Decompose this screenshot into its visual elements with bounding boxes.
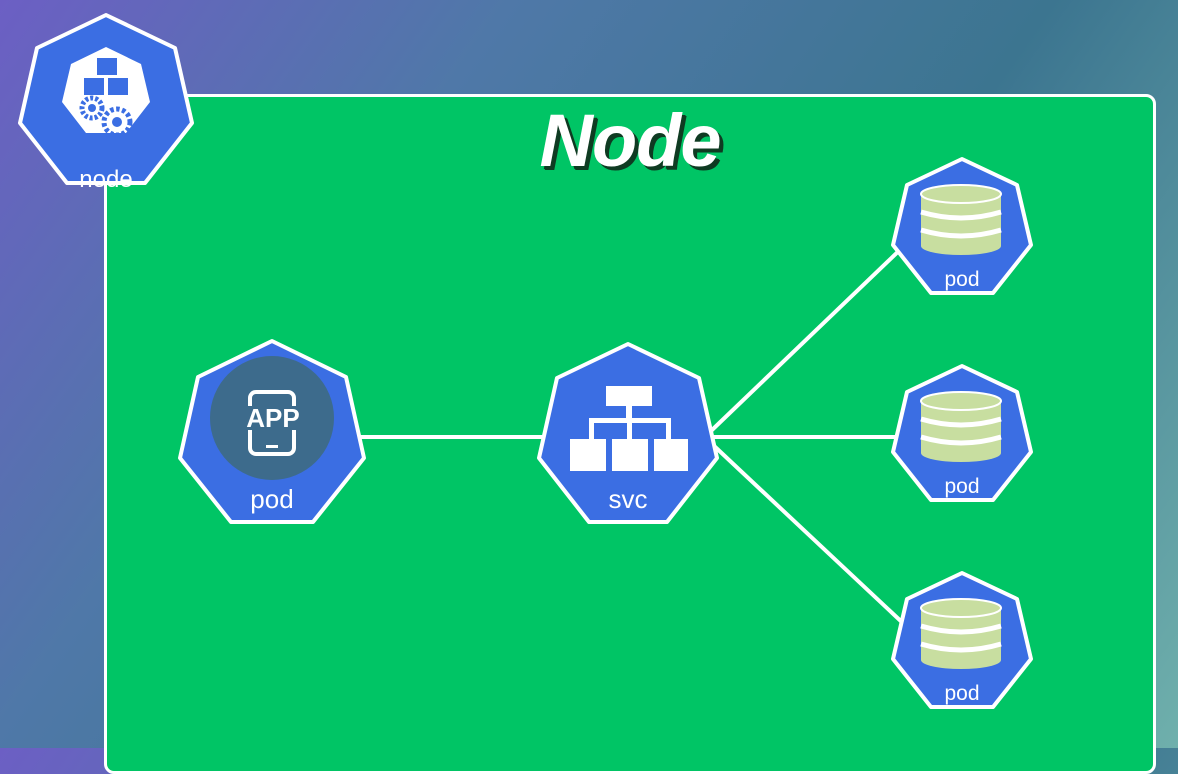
node-badge-label: node [79, 166, 132, 193]
service-node: svc [537, 342, 719, 524]
db-pod-1-label: pod [944, 268, 979, 291]
app-pod: APP pod [178, 339, 366, 524]
database-icon [920, 184, 1002, 255]
edge-svc-to-db-pod-1 [710, 243, 907, 432]
db-pod-3: pod [891, 571, 1033, 709]
mobile-app-icon: APP [240, 390, 308, 456]
connectors [353, 243, 907, 627]
db-pod-2-label: pod [944, 475, 979, 498]
edge-svc-to-db-pod-3 [710, 442, 907, 627]
node-badge: node [18, 13, 194, 193]
node-title: Node [539, 99, 722, 182]
app-icon-text: APP [246, 403, 299, 433]
diagram-canvas: Node node [18, 13, 1156, 774]
diagram-svg: node APP pod [18, 13, 1033, 709]
database-icon [920, 598, 1002, 669]
db-pod-2: pod [891, 364, 1033, 502]
network-tree-icon [570, 386, 688, 471]
db-pod-3-label: pod [944, 682, 979, 705]
database-icon [920, 391, 1002, 462]
db-pod-1: pod [891, 157, 1033, 295]
app-pod-label: pod [250, 484, 293, 514]
service-label: svc [609, 484, 648, 514]
cube-gear-icon [79, 58, 133, 138]
